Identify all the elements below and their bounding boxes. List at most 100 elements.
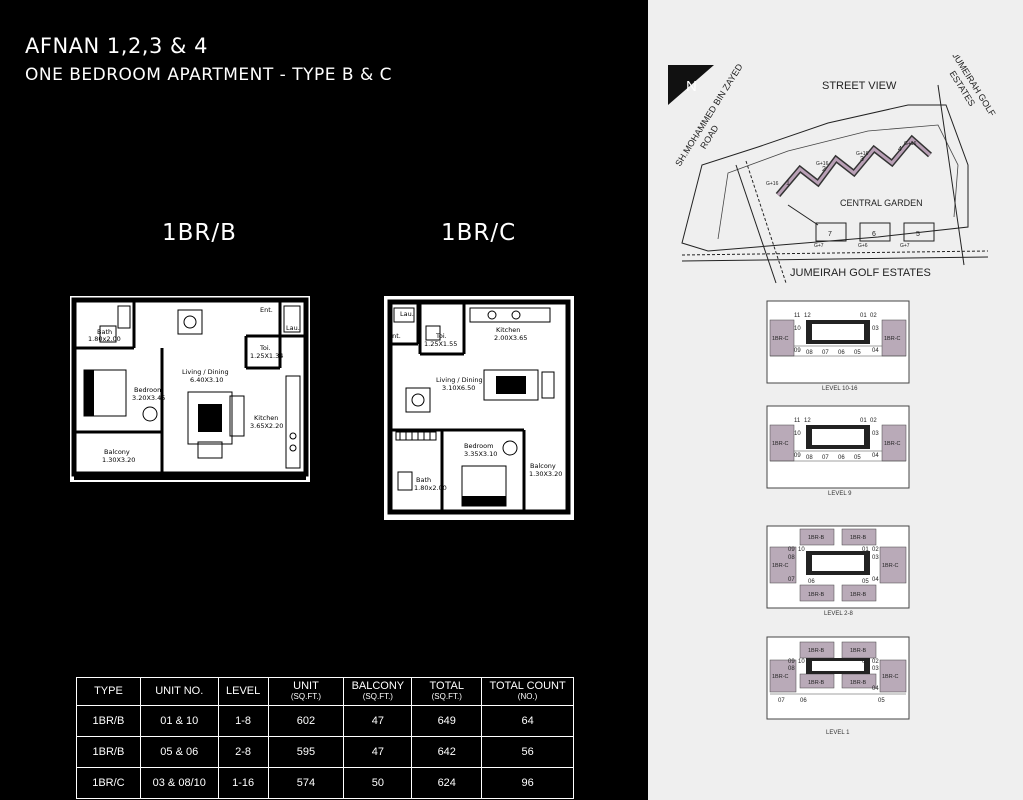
unit-number: 10 (794, 326, 801, 332)
cell-total-count: 56 (481, 736, 574, 768)
level-10-16-tag-right: 1BR-C (884, 336, 901, 342)
level-1-tag-left: 1BR-C (772, 674, 789, 680)
kitchen-label-c: Kitchen (496, 326, 520, 334)
level-10-16-tag-left: 1BR-C (772, 336, 789, 342)
unit-number: 05 (854, 455, 861, 461)
toilet-dim-c: 1.25X1.55 (424, 340, 457, 348)
cell-balcony-area: 47 (343, 736, 413, 768)
cell-balcony-area: 50 (343, 767, 413, 799)
bedroom-label: Bedroom (134, 386, 163, 394)
unit-number: 05 (854, 350, 861, 356)
bedroom-label-c: Bedroom (464, 442, 493, 450)
table-row: 1BR/C 03 & 08/10 1-16 574 50 624 96 (76, 767, 574, 799)
block-1: 1 (786, 180, 790, 187)
block-2: 2 (822, 166, 826, 173)
cell-level: 1-8 (217, 705, 269, 737)
level-plan-2-8: 1BR-C 1BR-C 1BR-B 1BR-B 1BR-B 1BR-B 09 1… (766, 525, 910, 617)
unit-number: 01 (860, 418, 867, 424)
unit-number: 02 (872, 547, 879, 553)
unit-number: 02 (870, 418, 877, 424)
kitchen-dim-c: 2.00X3.65 (494, 334, 527, 342)
left-panel: AFNAN 1,2,3 & 4 ONE BEDROOM APARTMENT - … (25, 34, 574, 799)
unit-number: 07 (822, 350, 829, 356)
unit-number: 06 (808, 579, 815, 585)
level-plan-1: 1BR-C 1BR-C 1BR-B 1BR-B 1BR-B 1BR-B 09 1… (766, 636, 910, 736)
unit-number: 08 (788, 555, 795, 561)
unit-number: 11 (794, 418, 801, 424)
unit-number: 07 (822, 455, 829, 461)
floor-plan-1br-b: Bath 1.80x2.00 Ent. Toi. 1.25X1.34 Lau. … (70, 296, 310, 482)
header-unit-area: UNIT(SQ.FT.) (267, 677, 345, 706)
unit-number: 04 (872, 348, 879, 354)
bedroom-dim-c: 3.35X3.10 (464, 450, 497, 458)
unit-number: 07 (778, 698, 785, 704)
living-dim: 6.40X3.10 (190, 376, 223, 384)
level-label: LEVEL 9 (828, 491, 852, 497)
header-level: LEVEL (217, 677, 269, 706)
unit-number: 05 (878, 698, 885, 704)
cell-total-area: 624 (411, 767, 483, 799)
block-5-tag: G+7 (900, 243, 910, 249)
table-header-row: TYPE UNIT NO. LEVEL UNIT(SQ.FT.) BALCONY… (76, 677, 574, 706)
entrance-label: Ent. (260, 306, 273, 314)
living-label: Living / Dining (182, 368, 229, 376)
block-1-tag: G+16 (766, 181, 779, 187)
unit-number: 10 (798, 547, 805, 553)
unit-spec-table: TYPE UNIT NO. LEVEL UNIT(SQ.FT.) BALCONY… (76, 677, 574, 799)
level-1-tag-right: 1BR-C (882, 674, 899, 680)
block-6: 6 (872, 231, 876, 238)
bath-dim-c: 1.80x2.00 (414, 484, 447, 492)
header-balcony-area: BALCONY(SQ.FT.) (343, 677, 413, 706)
unit-number: 08 (806, 455, 813, 461)
cell-unit-no: 03 & 08/10 (139, 767, 219, 799)
level-2-8-tag-b: 1BR-B (850, 592, 867, 598)
street-view-label: STREET VIEW (822, 80, 897, 92)
level-9-tag-right: 1BR-C (884, 441, 901, 447)
unit-number: 09 (788, 659, 795, 665)
header-type: TYPE (76, 677, 141, 706)
cell-total-count: 64 (481, 705, 574, 737)
table-row: 1BR/B 01 & 10 1-8 602 47 649 64 (76, 705, 574, 737)
cell-level: 2-8 (217, 736, 269, 768)
block-5: 5 (916, 231, 920, 238)
unit-number: 03 (872, 555, 879, 561)
block-4-tag: G+16 (904, 141, 917, 147)
bedroom-dim: 3.20X3.45 (132, 394, 165, 402)
north-label: N (686, 78, 697, 95)
cell-type: 1BR/B (76, 705, 141, 737)
block-2-tag: G+16 (816, 161, 829, 167)
unit-number: 03 (872, 666, 879, 672)
block-7-tag: G+7 (814, 243, 824, 249)
kitchen-label: Kitchen (254, 414, 278, 422)
living-label-c: Living / Dining (436, 376, 483, 384)
level-plan-9: 1BR-C 1BR-C 11 12 01 02 10 09 04 03 08 0… (766, 405, 910, 497)
level-2-8-tag-left: 1BR-C (772, 563, 789, 569)
balcony-dim-c: 1.30X3.20 (529, 470, 562, 478)
toilet-label-c: Toi. (435, 332, 447, 340)
cell-unit-area: 602 (267, 705, 345, 737)
unit-number: 06 (838, 350, 845, 356)
page-title: AFNAN 1,2,3 & 4 (25, 34, 208, 58)
north-arrow-icon (668, 65, 714, 105)
toilet-label: Toi. (259, 344, 271, 352)
unit-number: 12 (804, 313, 811, 319)
level-2-8-tag-b: 1BR-B (808, 592, 825, 598)
cell-balcony-area: 47 (343, 705, 413, 737)
level-1-tag-b: 1BR-B (808, 680, 825, 686)
unit-number: 08 (806, 350, 813, 356)
toilet-dim: 1.25X1.34 (250, 352, 283, 360)
site-plan: N G+16 1 2 G+16 3 G+16 4 G+16 7 (668, 51, 1008, 289)
level-2-8-tag-b: 1BR-B (808, 535, 825, 541)
bath-label: Bath (97, 328, 112, 336)
plan-b-label: 1BR/B (162, 220, 237, 246)
unit-number: 10 (798, 659, 805, 665)
bath-label-c: Bath (416, 476, 431, 484)
cell-total-area: 642 (411, 736, 483, 768)
balcony-label-c: Balcony (530, 462, 556, 470)
level-1-tag-b: 1BR-B (850, 680, 867, 686)
cell-unit-no: 01 & 10 (139, 705, 219, 737)
unit-number: 07 (788, 577, 795, 583)
level-1-tag-b: 1BR-B (808, 648, 825, 654)
unit-number: 06 (838, 455, 845, 461)
cell-total-area: 649 (411, 705, 483, 737)
